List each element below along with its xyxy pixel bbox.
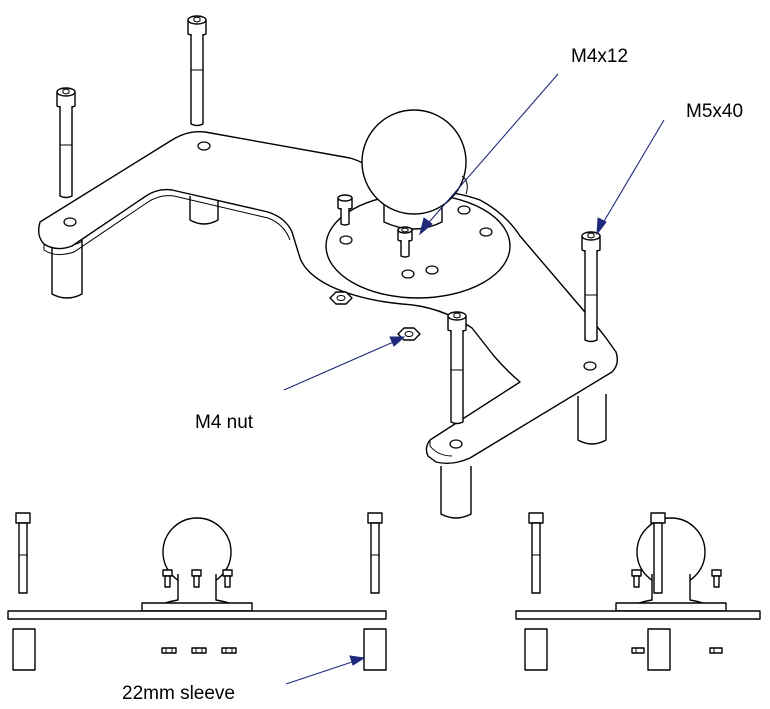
leader-m4-nut <box>283 336 406 391</box>
leader-m5x40 <box>596 119 665 236</box>
sleeve-front-right <box>577 394 607 445</box>
bolt-front-middle <box>447 311 467 425</box>
side-view <box>515 512 761 671</box>
label-sleeve: 22mm sleeve <box>122 683 235 704</box>
ball-base-disc <box>325 193 511 299</box>
mounting-plate <box>37 130 619 465</box>
ball <box>361 109 468 230</box>
sleeve-back <box>189 196 219 225</box>
label-m4x12: M4x12 <box>571 46 628 67</box>
bolt-back-top <box>187 15 207 127</box>
leader-m4x12 <box>419 73 559 236</box>
nut-upper <box>329 291 353 305</box>
bolt-back-left <box>56 87 76 199</box>
bolt-front-right <box>581 231 601 343</box>
isometric-view: M4x12 M5x40 M4 nut <box>37 15 743 519</box>
sleeve-front-middle <box>440 466 472 519</box>
front-view: 22mm sleeve <box>7 512 387 704</box>
screw-m4x12-a <box>337 194 353 226</box>
label-m5x40: M5x40 <box>686 101 743 122</box>
screw-m4x12-b <box>397 226 413 258</box>
leader-sleeve <box>285 655 366 685</box>
label-m4-nut: M4 nut <box>195 412 254 433</box>
